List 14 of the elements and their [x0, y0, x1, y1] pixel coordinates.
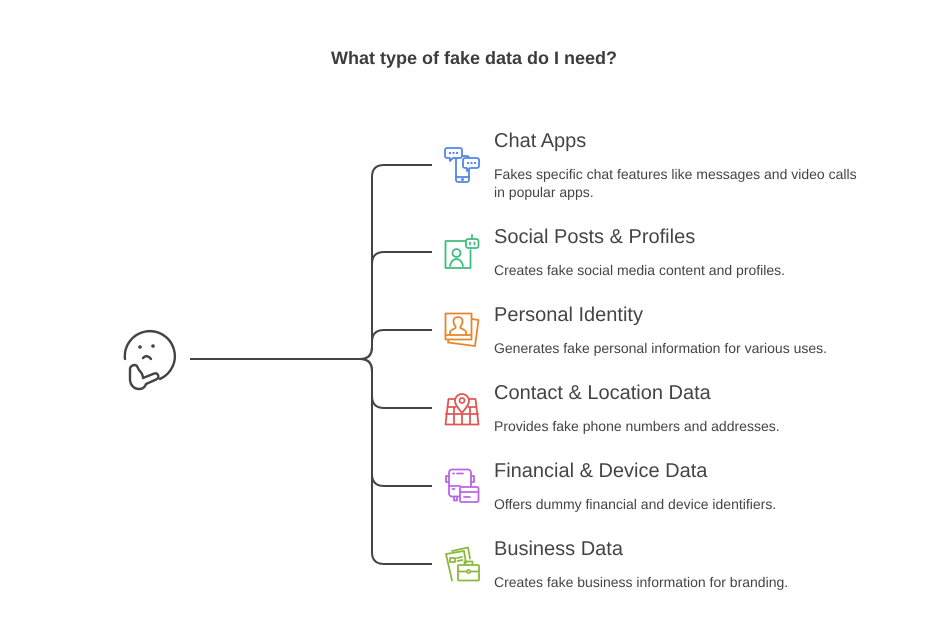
category-heading: Chat Apps [494, 129, 586, 153]
category-description: Creates fake social media content and profiles. [494, 261, 786, 279]
category-heading: Personal Identity [494, 303, 643, 327]
category-description: Creates fake business information for branding. [494, 573, 790, 591]
category-description: Generates fake personal information for various uses. [494, 339, 828, 357]
category-heading: Business Data [494, 537, 623, 561]
category-description: Offers dummy financial and device identifiers. [494, 495, 778, 513]
category-description: Fakes specific chat features like messages and video calls in popular apps. [494, 165, 858, 201]
category-description: Provides fake phone numbers and addresses. [494, 417, 781, 435]
diagram-title: What type of fake data do I need? [330, 48, 618, 69]
category-heading: Financial & Device Data [494, 459, 708, 483]
connector-line [190, 358, 432, 565]
category-heading: Social Posts & Profiles [494, 225, 696, 249]
category-heading: Contact & Location Data [494, 381, 711, 405]
